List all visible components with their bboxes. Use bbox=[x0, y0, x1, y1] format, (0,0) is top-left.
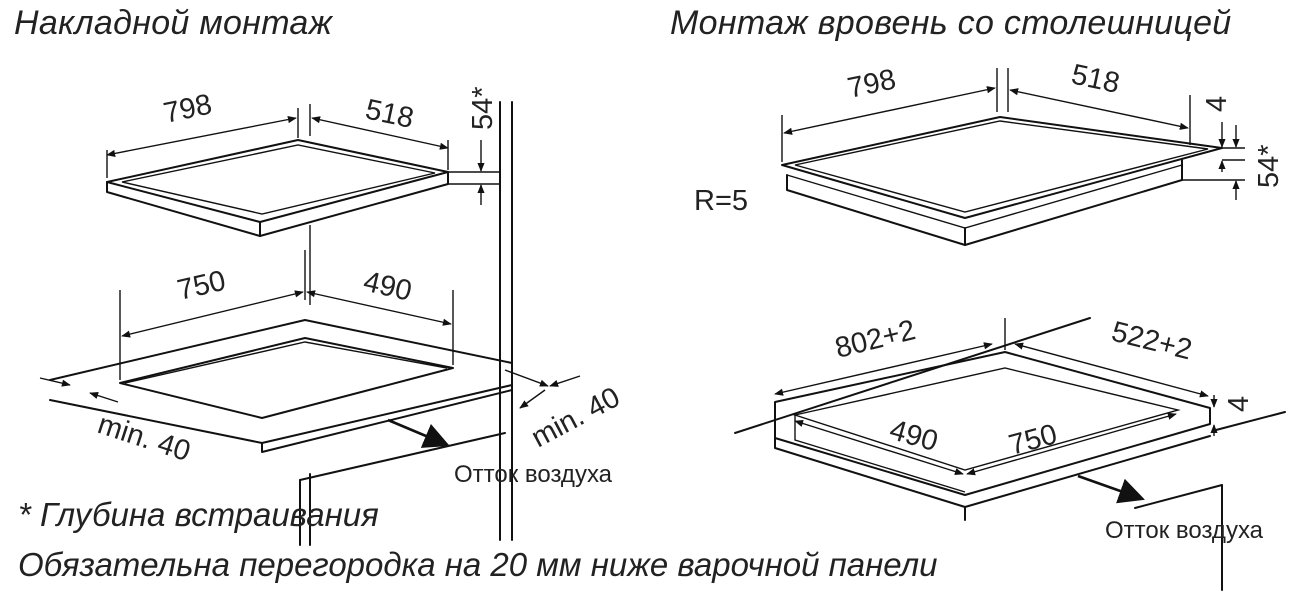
flush-mount-title: Монтаж вровень со столешницей bbox=[670, 4, 1231, 42]
rebate-depth-label: 522+2 bbox=[1108, 316, 1195, 367]
flush-cutout-dimensions: 802+2 522+2 4 490 750 bbox=[774, 314, 1255, 476]
flush-hob-dimensions: 798 518 4 54* R=5 bbox=[694, 59, 1285, 217]
flush-mount-section: Монтаж вровень со столешницей 798 518 bbox=[670, 4, 1286, 591]
min-left-label: min. 40 bbox=[94, 408, 194, 468]
flush-hob-drawing bbox=[781, 116, 1223, 246]
surface-mount-title: Накладной монтаж bbox=[14, 4, 334, 42]
rebate-height-label: 4 bbox=[1223, 396, 1255, 412]
airflow-label: Отток воздуха bbox=[454, 461, 613, 488]
flush-hob-width-label: 798 bbox=[845, 63, 899, 104]
hob-drawing bbox=[106, 139, 449, 237]
flush-cut-width-label: 750 bbox=[1006, 418, 1061, 461]
flush-hob-depth-label: 518 bbox=[1069, 59, 1123, 100]
rebate-width-label: 802+2 bbox=[832, 314, 919, 365]
radius-label: R=5 bbox=[694, 185, 748, 217]
depth-note: * Глубина встраивания bbox=[18, 496, 379, 533]
flush-cut-depth-label: 490 bbox=[886, 414, 941, 458]
flush-depth-star-label: 54* bbox=[1253, 144, 1285, 188]
hob-width-label: 798 bbox=[161, 88, 215, 129]
surface-mount-section: Накладной монтаж 798 518 54* bbox=[14, 4, 625, 546]
hob-depth-label: 518 bbox=[363, 94, 417, 135]
flush-airflow-label: Отток воздуха bbox=[1105, 517, 1264, 544]
flush-airflow-arrow-icon bbox=[1077, 474, 1145, 504]
cut-width-label: 750 bbox=[174, 265, 228, 307]
depth-star-label: 54* bbox=[467, 86, 499, 130]
partition-note: Обязательна перегородка на 20 мм ниже ва… bbox=[18, 546, 938, 583]
cut-depth-label: 490 bbox=[360, 266, 414, 308]
worktop-drawing bbox=[49, 319, 513, 546]
flush-frame-label: 4 bbox=[1201, 96, 1233, 112]
wall-partition bbox=[499, 101, 513, 541]
airflow-arrow-icon bbox=[387, 418, 450, 448]
